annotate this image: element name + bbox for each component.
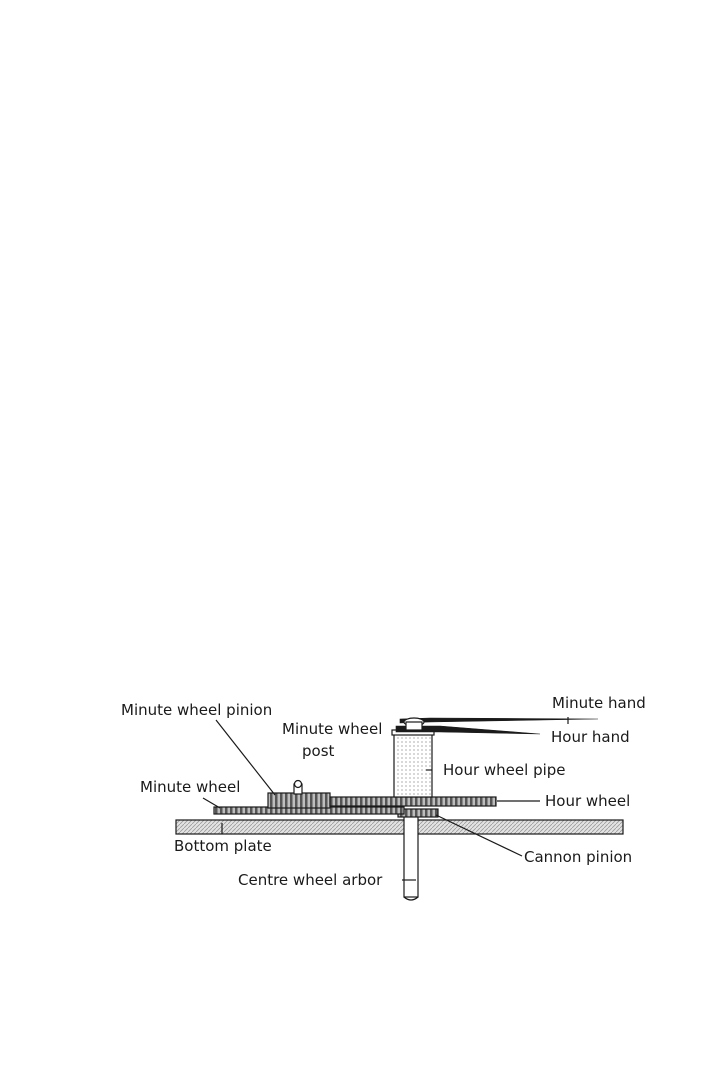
label-hour-wheel-pipe: Hour wheel pipe	[443, 761, 566, 779]
minute-wheel-pinion	[267, 792, 331, 809]
minute-hand	[399, 717, 599, 731]
label-cannon-pinion: Cannon pinion	[524, 848, 632, 866]
label-minute-wheel-post-line2: post	[302, 742, 335, 760]
leader-lines	[202, 717, 569, 881]
hour-wheel-pipe	[391, 729, 435, 798]
label-minute-hand: Minute hand	[552, 694, 646, 712]
hour-hand	[395, 725, 541, 735]
label-bottom-plate: Bottom plate	[174, 837, 272, 855]
label-minute-wheel: Minute wheel	[140, 778, 240, 796]
label-minute-wheel-pinion: Minute wheel pinion	[121, 701, 272, 719]
label-hour-hand: Hour hand	[551, 728, 630, 746]
label-minute-wheel-post-line1: Minute wheel	[282, 720, 382, 738]
centre-wheel-arbor	[403, 811, 419, 901]
label-centre-wheel-arbor: Centre wheel arbor	[238, 871, 383, 889]
bottom-plate	[175, 819, 624, 835]
hour-wheel	[329, 796, 497, 807]
label-hour-wheel: Hour wheel	[545, 792, 630, 810]
minute-wheel-post	[293, 779, 303, 795]
